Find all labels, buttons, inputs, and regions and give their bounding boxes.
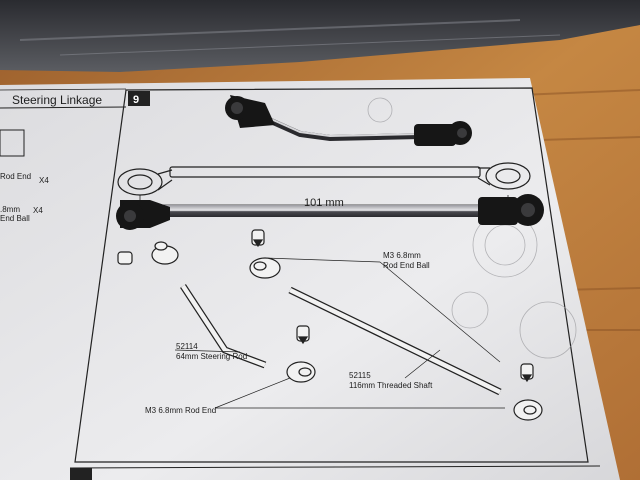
rod-end-ball-label: Rod End Ball (383, 261, 430, 270)
step-number: 9 (133, 94, 140, 106)
threaded-rod-real (116, 194, 544, 230)
rod-end-diagram-label: M3 6.8mm Rod End (145, 406, 217, 415)
ball-qty: X4 (33, 206, 43, 215)
step-number-box (128, 91, 150, 106)
section-title: Steering Linkage (12, 93, 103, 107)
steering-rod-label: 64mm Steering Rod (176, 352, 248, 361)
plastic-bag (0, 0, 640, 72)
threaded-shaft-part: 52115 (349, 371, 371, 380)
steering-rod-real (225, 95, 472, 146)
rod-end-label: Rod End (0, 172, 32, 181)
outline-rod (117, 162, 531, 196)
dimension-label: 101 mm (304, 197, 344, 209)
threaded-shaft-label: 116mm Threaded Shaft (349, 381, 433, 390)
ball-size: .8mm (0, 205, 20, 214)
steering-rod-part: 52114 (176, 342, 198, 351)
instruction-sheet (0, 78, 620, 480)
rod-end-ball-size: M3 6.8mm (383, 251, 421, 260)
ball-label: End Ball (0, 214, 30, 223)
rod-end-qty: X4 (39, 176, 49, 185)
step-frame (74, 87, 589, 463)
assembly-diagram (117, 229, 543, 421)
